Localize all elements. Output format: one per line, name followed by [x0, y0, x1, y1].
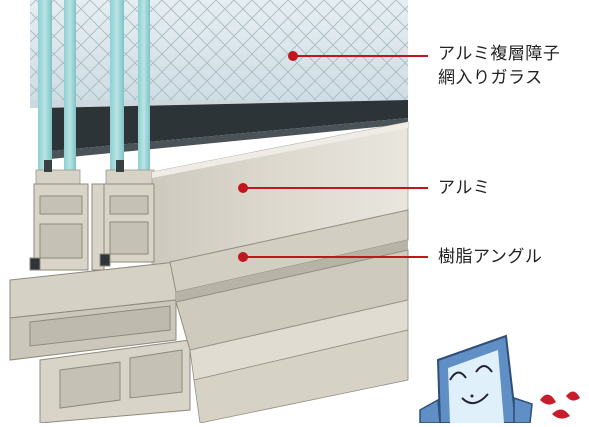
- callout-glass-line-2: 網入りガラス: [438, 68, 543, 88]
- leader-aluminum: [238, 183, 428, 193]
- glass-edge-right: [110, 0, 150, 175]
- frame-profile-left: [29, 183, 155, 271]
- spacer-band: [40, 100, 408, 160]
- callout-resin-label: 樹脂アングル: [438, 245, 542, 269]
- window-mascot-icon: [419, 334, 580, 424]
- leader-resin: [238, 252, 428, 262]
- resin-angle: [169, 209, 409, 424]
- callout-resin-line-1: 樹脂アングル: [438, 247, 543, 267]
- glass-edge-left: [38, 0, 76, 175]
- leader-glass: [288, 51, 428, 61]
- glazing-beads: [35, 160, 155, 185]
- wired-glass-pane: [30, 0, 408, 108]
- callout-aluminum-label: アルミ: [438, 176, 490, 200]
- sill-frame: [9, 261, 191, 424]
- callout-aluminum-line-1: アルミ: [438, 178, 491, 198]
- callout-glass-line-1: アルミ複層障子: [438, 44, 561, 64]
- callout-glass-label: アルミ複層障子 網入りガラス: [438, 42, 560, 90]
